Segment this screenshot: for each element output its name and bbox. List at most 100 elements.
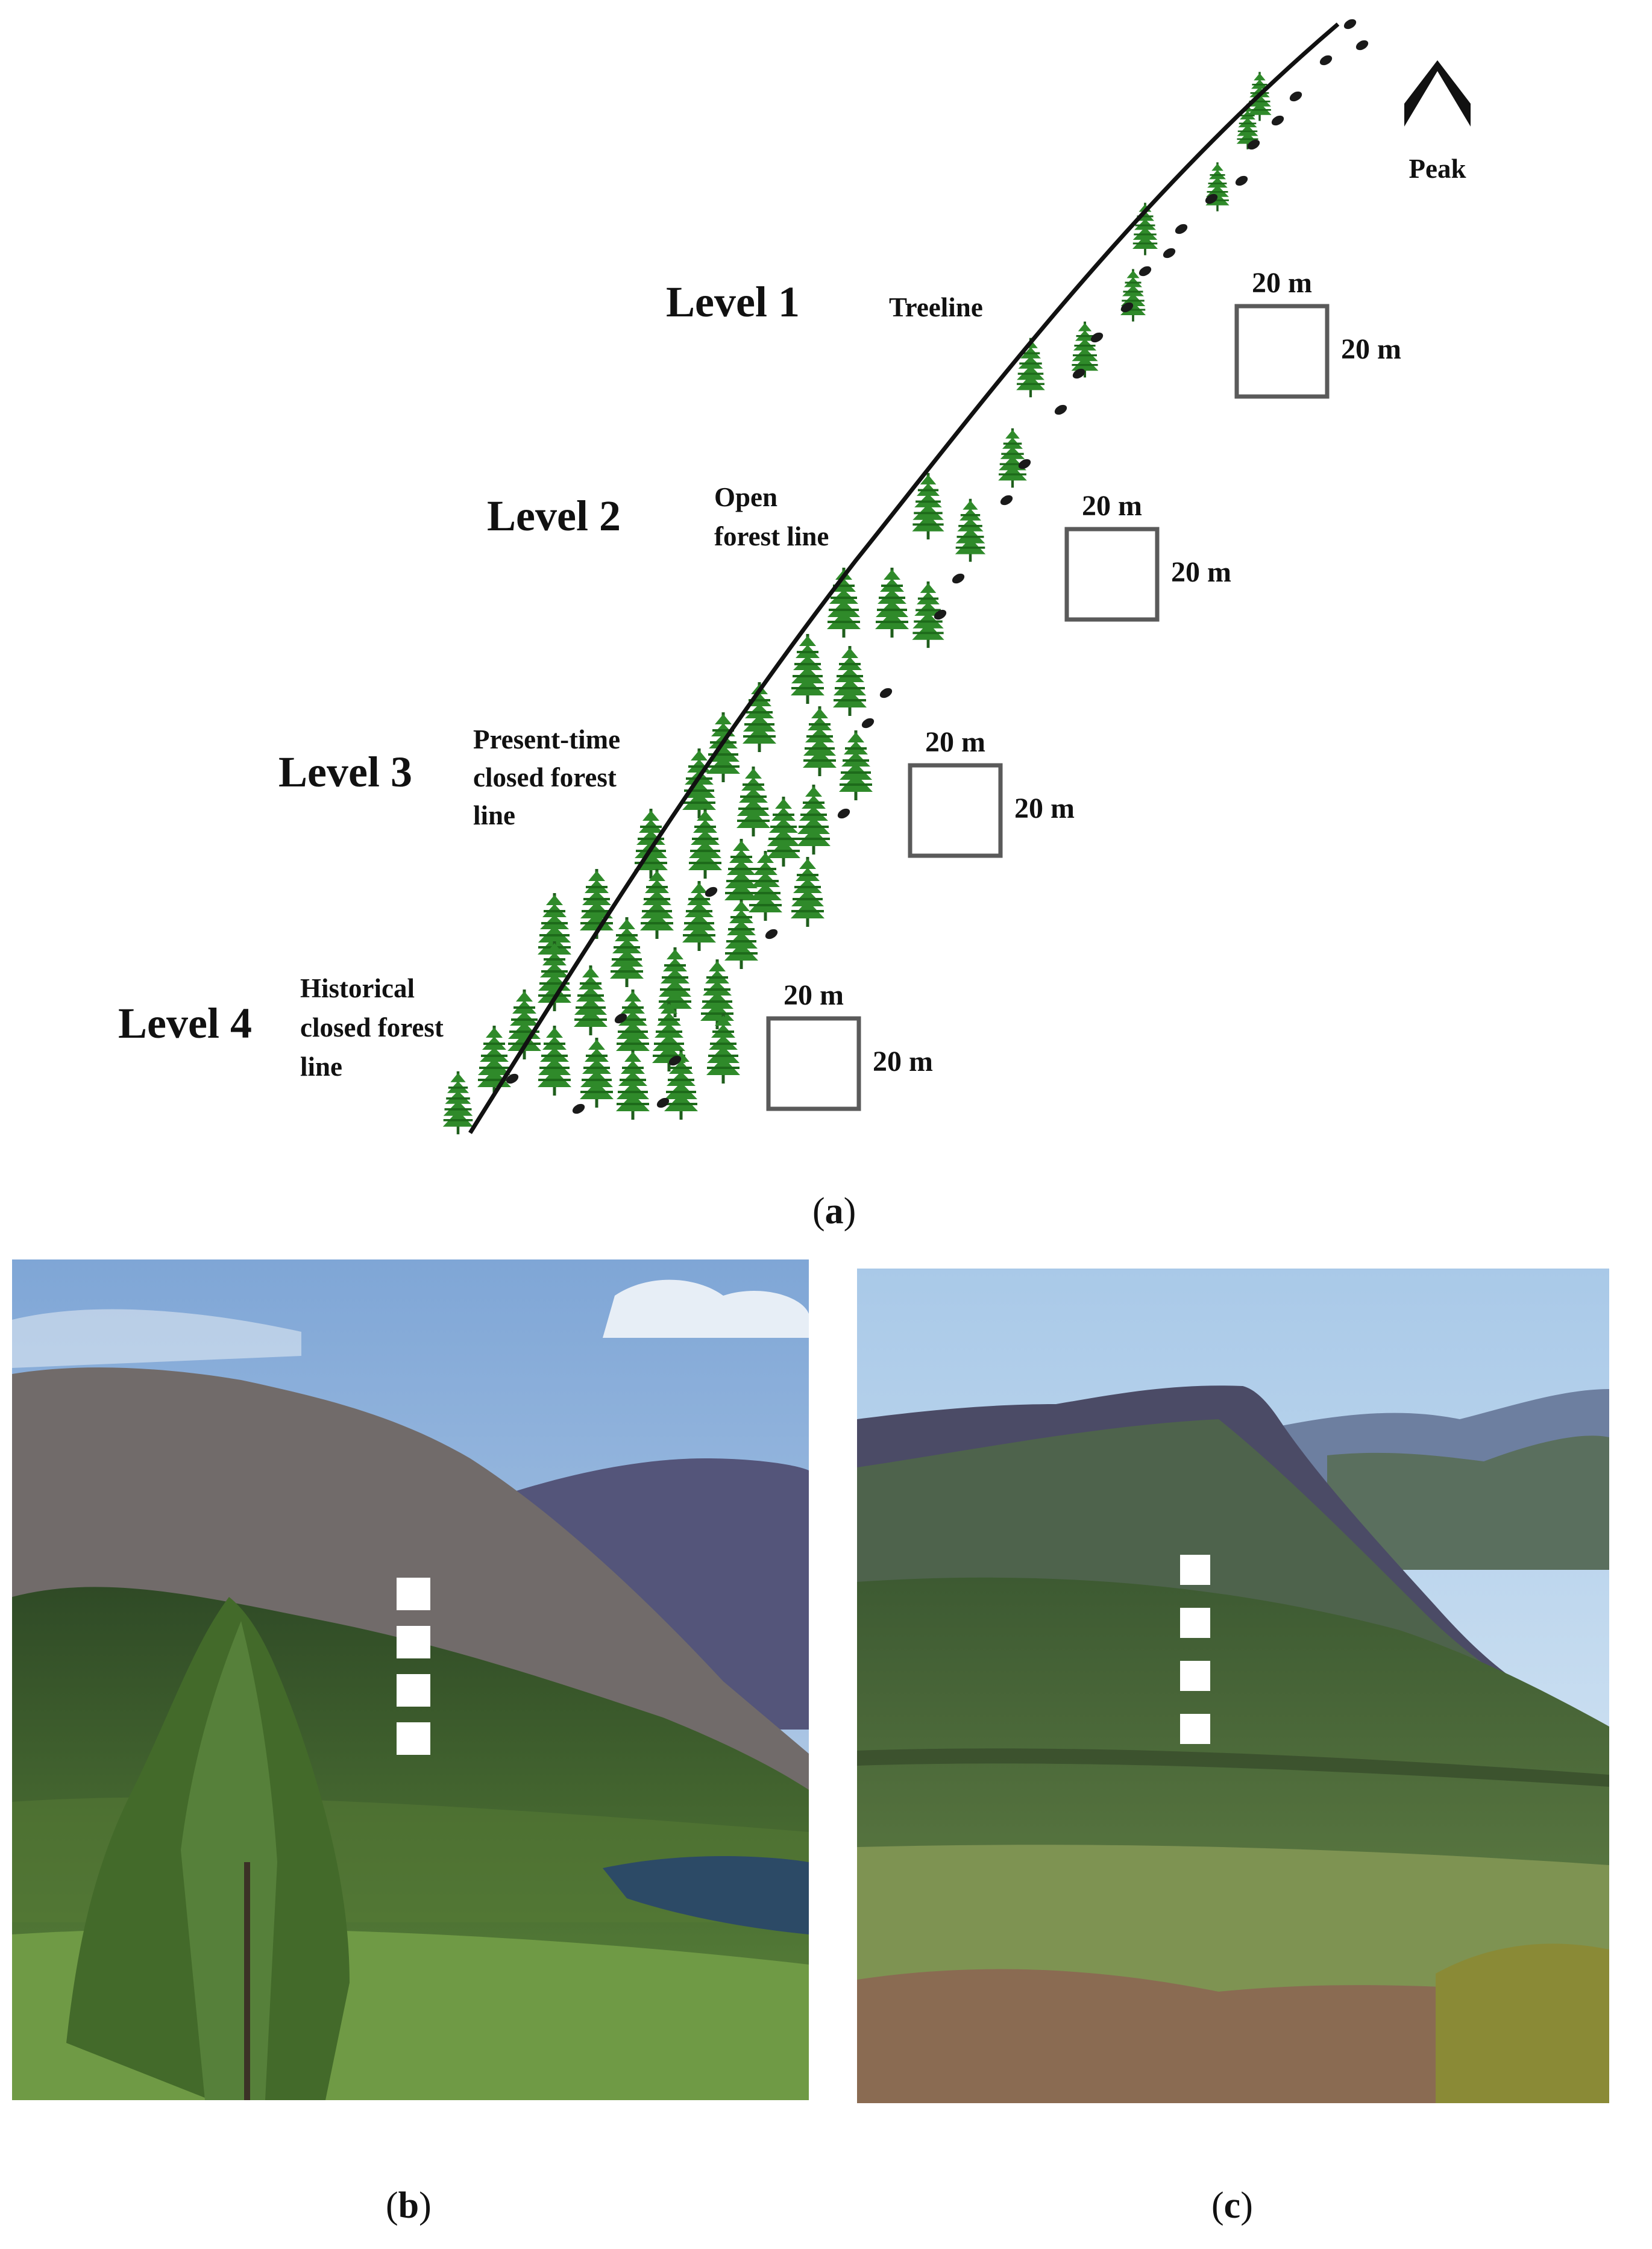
tree-icon xyxy=(791,634,824,704)
caption-b: (b) xyxy=(386,2185,432,2226)
tree-icon xyxy=(688,809,722,879)
rock-icon xyxy=(1090,332,1104,343)
tree-icon xyxy=(833,646,867,716)
level-4-label: Level 4 xyxy=(118,999,252,1047)
tree-icon xyxy=(1119,268,1147,323)
tree-icon xyxy=(706,1014,740,1084)
rock-icon xyxy=(879,688,893,698)
rock-icon xyxy=(1120,302,1134,313)
tree-icon xyxy=(839,730,873,800)
level-2-annotation-line-2: forest line xyxy=(714,521,829,551)
level-2-annotation-line-1: Open xyxy=(714,482,777,512)
rock-symbols xyxy=(506,19,1369,1114)
rock-icon xyxy=(1205,193,1218,204)
level-1-label: Level 1 xyxy=(666,278,800,326)
tree-icon xyxy=(574,965,608,1035)
level-3-annotation-line-2: closed forest xyxy=(473,762,617,792)
rock-icon xyxy=(1000,495,1013,506)
level-2-plot-square xyxy=(1064,527,1160,622)
tree-icon xyxy=(797,785,831,855)
rock-icon xyxy=(1054,404,1067,415)
peak-label: Peak xyxy=(1409,154,1466,184)
rock-icon xyxy=(952,573,965,584)
caption-c: (c) xyxy=(1211,2185,1253,2226)
tree-icon xyxy=(736,767,770,836)
rock-icon xyxy=(668,1055,682,1066)
level-1-plot-height: 20 m xyxy=(1341,333,1401,365)
marker-c-level-1 xyxy=(1180,1555,1210,1585)
tree-icon xyxy=(998,428,1027,488)
tree-icon xyxy=(610,917,644,987)
level-1-plot-width: 20 m xyxy=(1252,267,1312,299)
tree-icon xyxy=(791,857,824,927)
tree-icon xyxy=(875,568,909,638)
level-4-annotation-line-2: closed forest xyxy=(300,1012,444,1043)
rock-icon xyxy=(861,718,875,729)
level-4-plot-height: 20 m xyxy=(873,1046,933,1077)
level-2-group: Level 2 Open forest line 20 m 20 m xyxy=(487,482,1231,622)
tree-icon xyxy=(477,1026,511,1096)
level-2-label: Level 2 xyxy=(487,492,621,540)
level-1-annotation: Treeline xyxy=(889,292,983,322)
marker-b-level-2 xyxy=(397,1626,430,1658)
level-3-label: Level 3 xyxy=(278,748,412,796)
slope-line xyxy=(468,22,1340,1134)
tree-icon xyxy=(700,959,734,1029)
marker-b-level-3 xyxy=(397,1674,430,1707)
tree-icon xyxy=(955,499,985,562)
rock-icon xyxy=(765,929,778,939)
tree-icon xyxy=(443,1071,473,1134)
peak-marker: Peak xyxy=(1404,60,1471,184)
level-2-plot-height: 20 m xyxy=(1171,556,1231,588)
rock-icon xyxy=(572,1103,585,1114)
level-3-plot-height: 20 m xyxy=(1014,792,1075,824)
rock-icon xyxy=(1355,40,1369,51)
rock-icon xyxy=(1319,55,1333,66)
tree-icon xyxy=(1204,161,1231,213)
tree-icon xyxy=(640,869,674,939)
panel-c-plot-markers xyxy=(1180,1555,1210,1744)
rock-icon xyxy=(1289,91,1302,102)
tree-icon xyxy=(538,1026,571,1096)
level-3-plot-width: 20 m xyxy=(925,726,985,758)
rock-icon xyxy=(1247,139,1260,150)
level-3-annotation-line-3: line xyxy=(473,800,515,830)
tree-icon xyxy=(1070,320,1100,379)
rock-icon xyxy=(1138,266,1152,277)
level-3-plot-square xyxy=(908,763,1003,858)
tree-icon xyxy=(767,797,800,867)
rock-icon xyxy=(837,808,850,819)
marker-b-level-4 xyxy=(397,1722,430,1755)
level-4-group: Level 4 Historical closed forest line 20… xyxy=(118,973,933,1111)
rock-icon xyxy=(506,1073,519,1084)
level-2-plot-width: 20 m xyxy=(1082,490,1142,522)
panel-a-diagram: Peak Level 1 Treeline 20 m 20 m Level 2 … xyxy=(118,19,1471,1232)
rock-icon xyxy=(656,1097,670,1108)
rock-icon xyxy=(1163,248,1176,259)
rock-icon xyxy=(1343,19,1357,30)
tree-icon xyxy=(803,706,837,776)
level-4-plot-square xyxy=(766,1016,861,1111)
tree-icon xyxy=(658,947,692,1017)
panel-b-plot-markers xyxy=(397,1578,430,1755)
rock-icon xyxy=(934,609,947,620)
tree-icon xyxy=(616,990,650,1059)
level-1-plot-square xyxy=(1234,304,1330,399)
tree-icon xyxy=(1016,338,1045,398)
rock-icon xyxy=(1018,459,1031,469)
level-4-annotation-line-1: Historical xyxy=(300,973,415,1003)
caption-a: (a) xyxy=(812,1191,856,1232)
rock-icon xyxy=(1271,115,1284,126)
panel-b-photo: (b) xyxy=(12,1259,809,2226)
level-1-group: Level 1 Treeline 20 m 20 m xyxy=(666,267,1401,399)
level-3-group: Level 3 Present-time closed forest line … xyxy=(278,724,1075,858)
rock-icon xyxy=(705,886,718,897)
marker-c-level-2 xyxy=(1180,1608,1210,1638)
panel-c-photo: (c) xyxy=(857,1269,1609,2226)
tree-icon xyxy=(580,1038,614,1108)
rock-icon xyxy=(614,1013,627,1024)
marker-c-level-4 xyxy=(1180,1714,1210,1744)
rock-icon xyxy=(1072,368,1085,379)
marker-b-level-1 xyxy=(397,1578,430,1610)
